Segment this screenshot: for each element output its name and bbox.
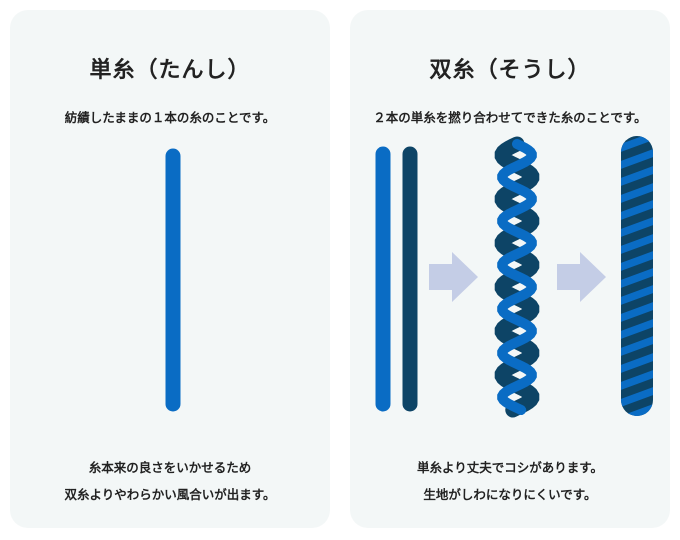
double-yarn-note-2: 生地がしわになりにくいです。 [423, 487, 597, 502]
ply-stripe [621, 164, 653, 188]
single-yarn-panel: 単糸（たんし） 紡績したままの１本の糸のことです。 糸本来の良さをいかせるため … [10, 10, 330, 528]
ply-stripe [621, 147, 653, 171]
ply-stripe [615, 419, 659, 443]
single-yarn-notes: 糸本来の良さをいかせるため 双糸よりやわらかい風合いが出ます。 [10, 454, 330, 508]
ply-stripe [621, 181, 653, 205]
ply-stripe [621, 317, 653, 341]
double-yarn-note-1: 単糸より丈夫でコシがあります。 [416, 460, 603, 475]
ply-stripe [621, 198, 653, 222]
ply-stripe [621, 351, 653, 375]
ply-stripe [621, 300, 653, 324]
ply-stripe [615, 96, 659, 120]
ply-stripe [621, 368, 653, 392]
ply-stripe [621, 215, 653, 239]
ply-stripe [621, 334, 653, 358]
plied-yarn [615, 96, 659, 443]
ply-stripe [621, 136, 653, 137]
ply-stripe [621, 249, 653, 273]
single-yarn-note-1: 糸本来の良さをいかせるため [88, 460, 252, 475]
single-yarn-illustration [165, 148, 181, 412]
arrow-right-icon [557, 252, 606, 302]
ply-stripe [621, 232, 653, 256]
ply-stripe [621, 266, 653, 290]
single-yarn-description: 紡績したままの１本の糸のことです。 [64, 110, 276, 125]
twisting-strands [494, 136, 540, 418]
ply-stripe [621, 385, 653, 409]
arrow-right-icon [429, 252, 478, 302]
ply-stripe [621, 136, 653, 154]
double-yarn-notes: 単糸より丈夫でコシがあります。 生地がしわになりにくいです。 [350, 454, 670, 508]
single-yarn-title: 単糸（たんし） [89, 57, 251, 83]
ply-stripe [621, 402, 653, 416]
double-yarn-illustration [375, 96, 659, 443]
single-yarn-note-2: 双糸よりやわらかい風合いが出ます。 [64, 487, 276, 502]
double-yarn-description: ２本の単糸を撚り合わせてできた糸のことです。 [373, 110, 647, 125]
double-yarn-title: 双糸（そうし） [429, 57, 591, 83]
double-yarn-panel: 双糸（そうし） ２本の単糸を撚り合わせてできた糸のことです。 [350, 10, 670, 528]
ply-stripe [621, 283, 653, 307]
